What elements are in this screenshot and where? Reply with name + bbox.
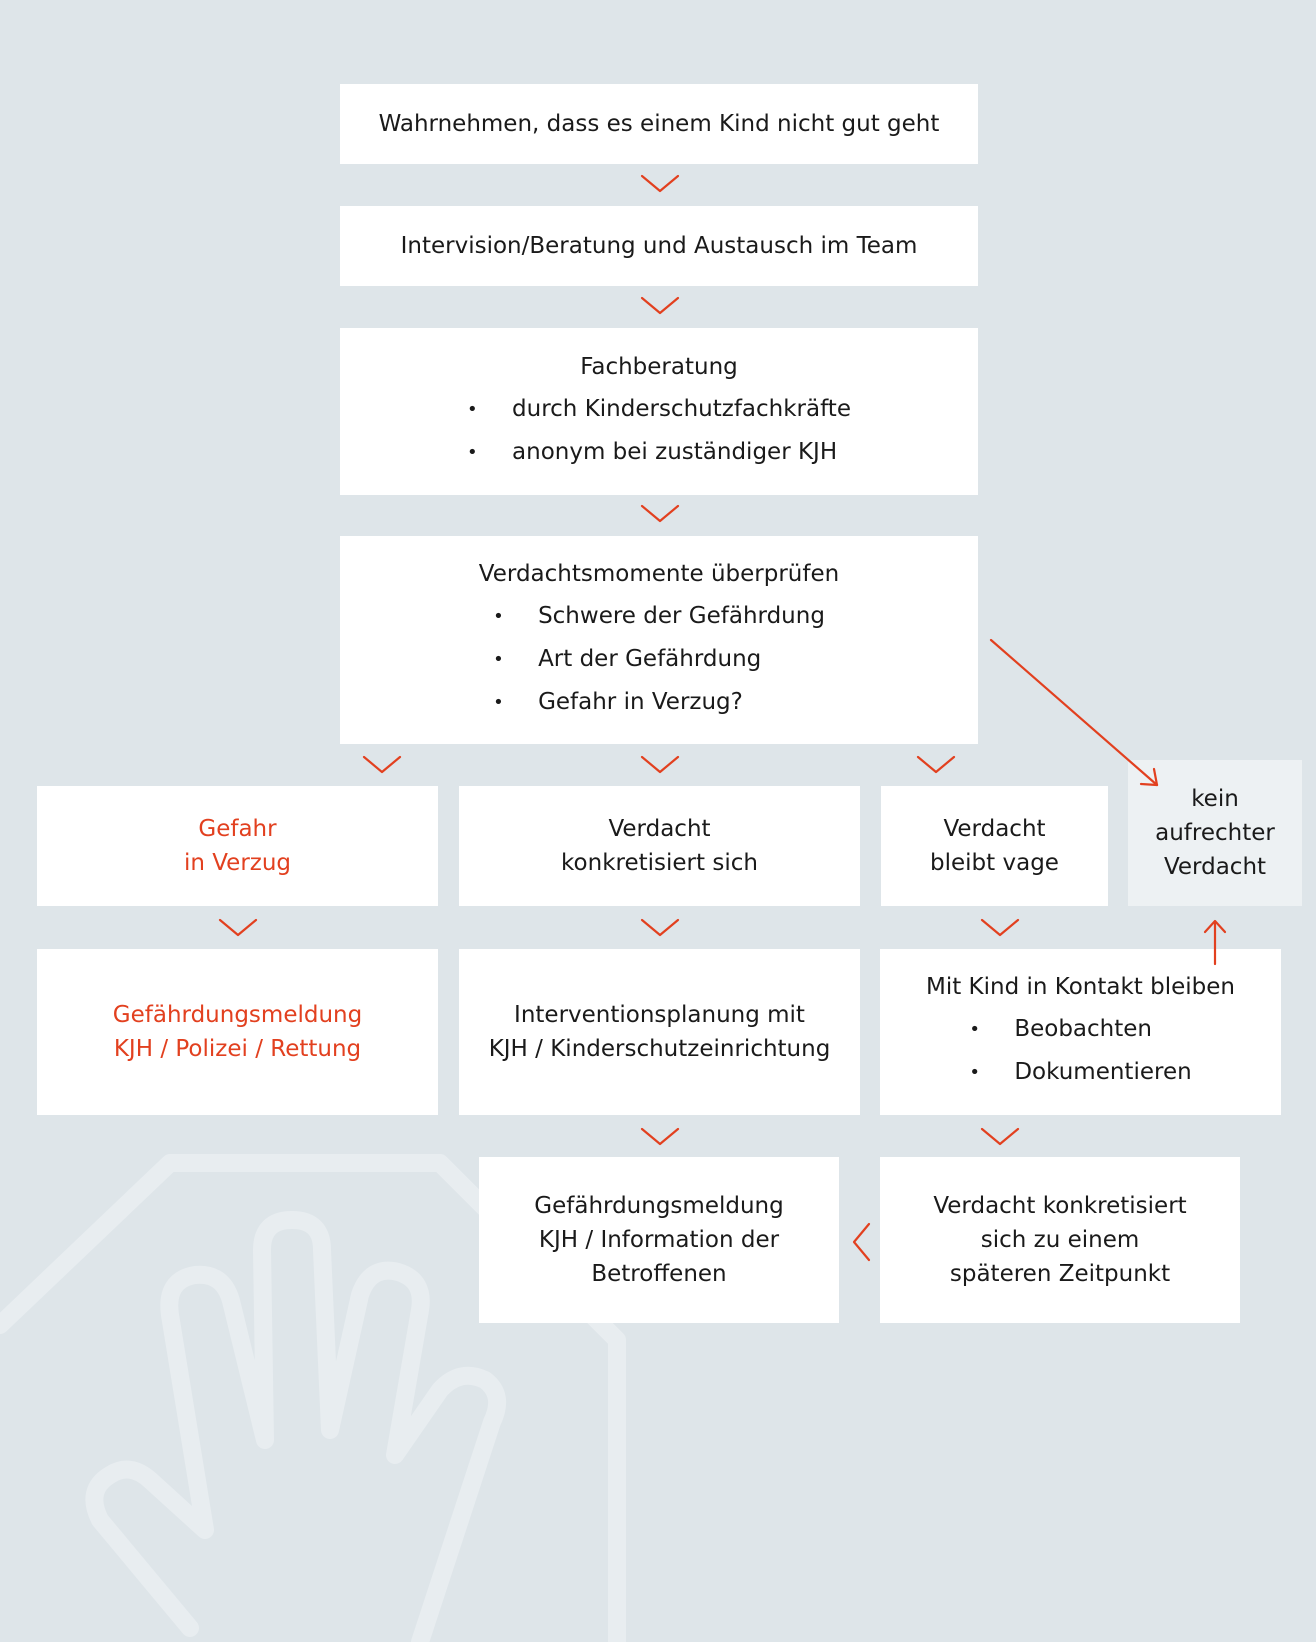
- node-verdacht-konkretisiert: Verdacht konkretisiert sich: [459, 786, 860, 906]
- node-kontakt-bleiben: Mit Kind in Kontakt bleiben Beobachten D…: [880, 949, 1281, 1115]
- node-verdacht-vage: Verdacht bleibt vage: [881, 786, 1108, 906]
- node-line: Betroffenen: [591, 1261, 727, 1287]
- node-line: sich zu einem: [980, 1227, 1140, 1253]
- node-line: Verdacht: [608, 816, 711, 842]
- node-kein-verdacht: kein aufrechter Verdacht: [1128, 760, 1302, 906]
- node-title: Fachberatung: [580, 353, 738, 380]
- node-line: Interventionsplanung mit: [514, 1002, 805, 1028]
- node-interventionsplanung: Interventionsplanung mit KJH / Kindersch…: [459, 949, 860, 1115]
- node-gefahr-in-verzug: Gefahr in Verzug: [37, 786, 438, 906]
- node-line: bleibt vage: [930, 850, 1059, 876]
- node-line: aufrechter: [1155, 820, 1275, 846]
- bullet-item: Art der Gefährdung: [493, 638, 825, 681]
- node-line: Gefahr: [198, 816, 277, 842]
- node-line: Verdacht: [1163, 854, 1267, 880]
- node-spaeterer-zeitpunkt: Verdacht konkretisiert sich zu einem spä…: [880, 1157, 1240, 1323]
- node-title: Mit Kind in Kontakt bleiben: [925, 974, 1235, 1000]
- node-line: Verdacht: [943, 816, 1046, 842]
- hand-outline: [85, 1211, 507, 1642]
- node-title: Verdachtsmomente überprüfen: [478, 560, 840, 587]
- node-text: Wahrnehmen, dass es einem Kind nicht gut…: [378, 111, 940, 137]
- node-line: kein: [1191, 786, 1239, 812]
- node-intervision: Intervision/Beratung und Austausch im Te…: [340, 206, 978, 286]
- node-line: konkretisiert sich: [561, 850, 758, 876]
- bullet-item: Schwere der Gefährdung: [493, 595, 825, 638]
- bullet-list: durch Kinderschutzfachkräfte anonym bei …: [467, 388, 851, 474]
- node-line: Verdacht konkretisiert: [933, 1193, 1187, 1219]
- bullet-item: anonym bei zuständiger KJH: [467, 431, 851, 474]
- node-verdachtsmomente: Verdachtsmomente überprüfen Schwere der …: [340, 536, 978, 744]
- node-line: späteren Zeitpunkt: [949, 1261, 1171, 1287]
- node-line: Gefährdungsmeldung: [112, 1002, 363, 1028]
- node-gefaehrdungsmeldung-polizei: Gefährdungsmeldung KJH / Polizei / Rettu…: [37, 949, 438, 1115]
- node-line: KJH / Kinderschutzeinrichtung: [488, 1036, 831, 1062]
- bullet-list: Schwere der Gefährdung Art der Gefährdun…: [493, 595, 825, 724]
- bullet-list: Beobachten Dokumentieren: [969, 1008, 1191, 1094]
- stop-octagon-outline: [0, 1154, 626, 1642]
- node-text: Intervision/Beratung und Austausch im Te…: [400, 233, 918, 259]
- node-fachberatung: Fachberatung durch Kinderschutzfachkräft…: [340, 328, 978, 495]
- node-wahrnehmen: Wahrnehmen, dass es einem Kind nicht gut…: [340, 84, 978, 164]
- bullet-item: durch Kinderschutzfachkräfte: [467, 388, 851, 431]
- node-gefaehrdungsmeldung-information: Gefährdungsmeldung KJH / Information der…: [479, 1157, 839, 1323]
- node-line: KJH / Information der: [538, 1227, 780, 1253]
- bullet-item: Dokumentieren: [969, 1051, 1191, 1094]
- bullet-item: Gefahr in Verzug?: [493, 681, 825, 724]
- node-line: KJH / Polizei / Rettung: [113, 1036, 362, 1062]
- bullet-item: Beobachten: [969, 1008, 1191, 1051]
- node-line: in Verzug: [183, 850, 292, 876]
- node-line: Gefährdungsmeldung: [534, 1193, 784, 1219]
